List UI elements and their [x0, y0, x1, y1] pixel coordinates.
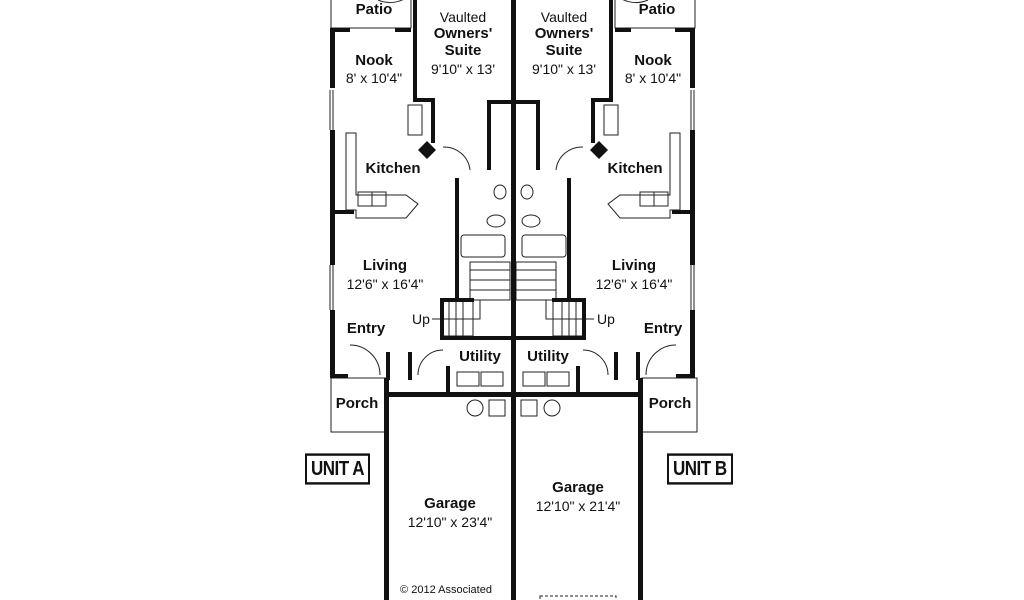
nook-label-b: Nook: [634, 52, 672, 69]
unit-b-label: UNIT B: [667, 453, 733, 485]
patio-outline-b: [614, 0, 696, 29]
living-size-b: 12'6" x 16'4": [595, 276, 673, 292]
garage-label-a: Garage: [424, 495, 476, 512]
kitchen-label-a: Kitchen: [365, 160, 421, 177]
utility-label-b: Utility: [527, 348, 569, 365]
porch-label-b: Porch: [648, 395, 692, 412]
owners-suite-label-b-line1: Vaulted: [540, 9, 588, 25]
porch-label-a: Porch: [335, 395, 379, 412]
living-label-b: Living: [611, 257, 657, 274]
garage-size-a: 12'10" x 23'4": [407, 514, 493, 530]
patio-label-a: Patio: [355, 1, 393, 18]
utility-label-a: Utility: [459, 348, 501, 365]
owners-suite-label-a-line3: Suite: [444, 42, 482, 59]
nook-label-a: Nook: [355, 52, 393, 69]
kitchen-label-b: Kitchen: [607, 160, 663, 177]
entry-label-a: Entry: [346, 320, 386, 337]
patio-outline-a: [330, 0, 412, 29]
nook-size-a: 8' x 10'4": [345, 70, 403, 86]
unit-a-label: UNIT A: [305, 453, 371, 485]
bathtub-a: [460, 234, 506, 258]
owners-suite-label-a-line2: Owners': [433, 25, 493, 42]
living-label-a: Living: [362, 257, 408, 274]
nook-size-b: 8' x 10'4": [624, 70, 682, 86]
bathtub-b: [521, 234, 567, 258]
copyright-notice: © 2012 Associated: [400, 584, 492, 596]
owners-suite-size-b: 9'10" x 13': [531, 61, 597, 77]
living-size-a: 12'6" x 16'4": [346, 276, 424, 292]
owners-suite-label-b-line3: Suite: [545, 42, 583, 59]
owners-suite-label-b-line2: Owners': [534, 25, 594, 42]
walls: [330, 0, 695, 600]
garage-label-b: Garage: [552, 479, 604, 496]
garage-size-b: 12'10" x 21'4": [535, 498, 621, 514]
stairs-up-label-a: Up: [412, 311, 430, 327]
entry-label-b: Entry: [643, 320, 683, 337]
owners-suite-label-a-line1: Vaulted: [439, 9, 487, 25]
patio-label-b: Patio: [638, 1, 676, 18]
stairs-up-label-b: Up: [597, 311, 615, 327]
owners-suite-size-a: 9'10" x 13': [430, 61, 496, 77]
